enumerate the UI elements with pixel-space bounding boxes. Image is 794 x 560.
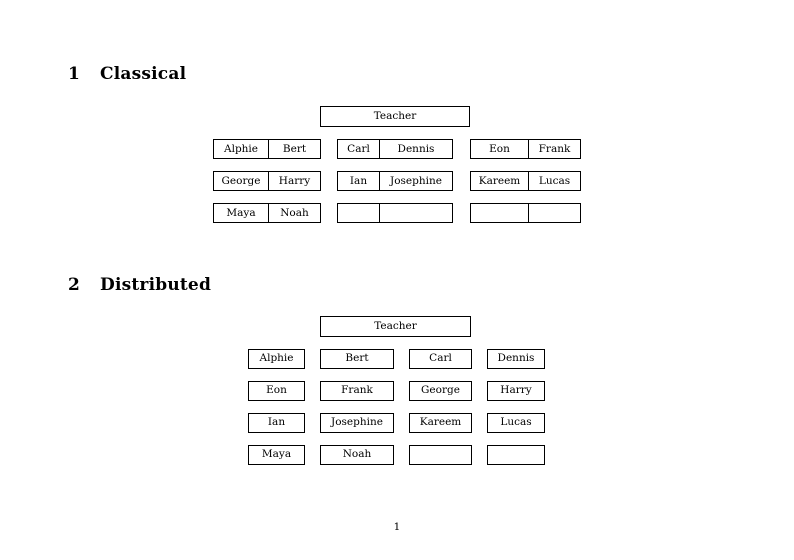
name-box: Alphie: [248, 349, 305, 369]
teacher-box-classical: Teacher: [320, 106, 470, 127]
section-title: Classical: [100, 64, 187, 84]
table-row: Kareem Lucas: [470, 171, 581, 191]
name-box: Eon: [248, 381, 305, 401]
table-row-empty: [470, 203, 581, 223]
name-box: Carl: [409, 349, 472, 369]
name-cell-empty: [528, 204, 580, 222]
name-cell-empty: [379, 204, 452, 222]
name-cell: Noah: [268, 204, 320, 222]
table-row: Carl Dennis: [337, 139, 453, 159]
name-box: Lucas: [487, 413, 545, 433]
section-heading-distributed: 2 Distributed: [68, 275, 211, 295]
table-row: George Harry: [213, 171, 321, 191]
section-heading-classical: 1 Classical: [68, 64, 186, 84]
section-number: 2: [68, 275, 81, 295]
name-cell: George: [221, 175, 261, 187]
table-row: Ian Josephine: [337, 171, 453, 191]
name-box-empty: [487, 445, 545, 465]
table-row: Eon Frank: [470, 139, 581, 159]
name-cell: Ian: [349, 175, 368, 187]
page-number: 1: [393, 521, 401, 533]
name-box: Noah: [320, 445, 394, 465]
table-row-empty: [337, 203, 453, 223]
name-cell: Harry: [268, 172, 320, 190]
name-cell: Eon: [489, 143, 510, 155]
name-cell: Frank: [528, 140, 580, 158]
name-box: Dennis: [487, 349, 545, 369]
name-box: Josephine: [320, 413, 394, 433]
name-box: Frank: [320, 381, 394, 401]
section-number: 1: [68, 64, 81, 84]
table-row: Maya Noah: [213, 203, 321, 223]
name-box: Harry: [487, 381, 545, 401]
name-cell: Maya: [226, 207, 256, 219]
name-cell: Alphie: [224, 143, 258, 155]
name-box: Kareem: [409, 413, 472, 433]
name-box: Bert: [320, 349, 394, 369]
name-cell: Lucas: [528, 172, 580, 190]
name-cell: Carl: [347, 143, 370, 155]
name-box-empty: [409, 445, 472, 465]
name-box: George: [409, 381, 472, 401]
name-cell-empty: [471, 204, 528, 222]
name-cell-empty: [338, 204, 379, 222]
table-row: Alphie Bert: [213, 139, 321, 159]
name-cell: Kareem: [478, 175, 521, 187]
name-cell: Josephine: [379, 172, 452, 190]
name-cell: Bert: [268, 140, 320, 158]
teacher-box-distributed: Teacher: [320, 316, 471, 337]
name-box: Ian: [248, 413, 305, 433]
name-box: Maya: [248, 445, 305, 465]
name-cell: Dennis: [379, 140, 452, 158]
section-title: Distributed: [100, 275, 212, 295]
